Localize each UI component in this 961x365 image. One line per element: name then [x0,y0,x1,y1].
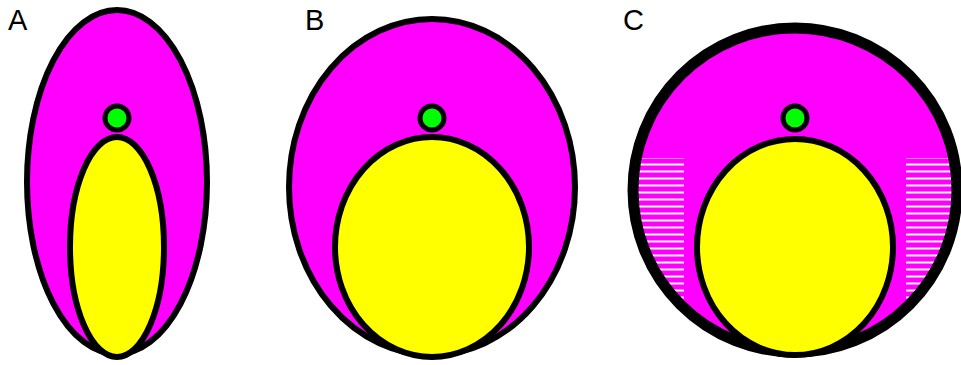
panel-a-figure [27,10,207,357]
panel-letter: C [623,6,644,35]
panel-letter: A [8,6,27,35]
inner-ellipse [70,137,164,357]
panel-c-figure [628,28,961,365]
small-circle [105,106,129,130]
small-circle [783,106,807,130]
panel-b-figure [289,19,575,357]
inner-ellipse [697,139,893,355]
panel-letter: B [305,6,324,35]
small-circle [420,106,444,130]
inner-ellipse [335,137,529,357]
